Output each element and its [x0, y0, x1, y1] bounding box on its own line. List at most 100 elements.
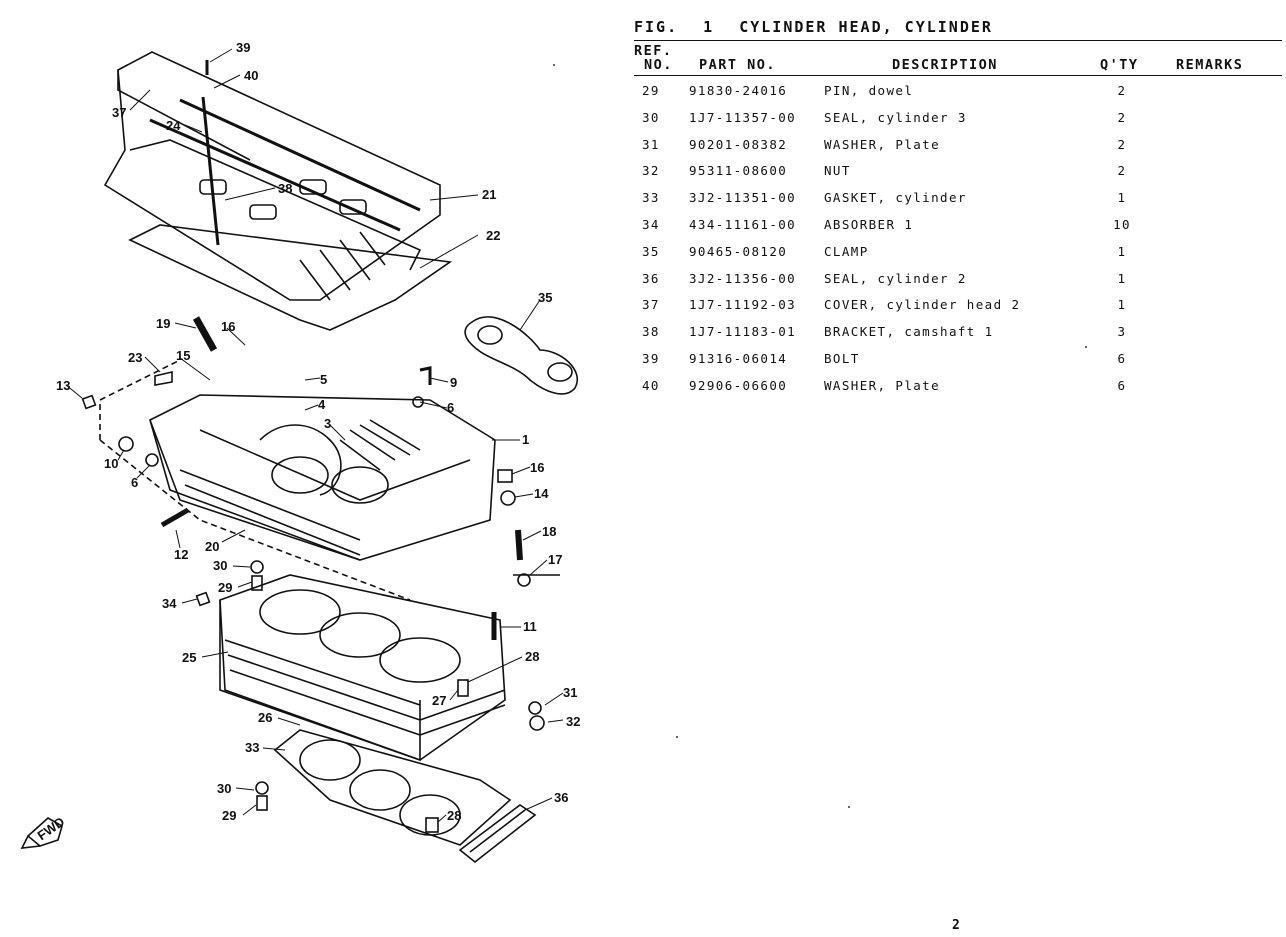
description: GASKET, cylinder — [824, 190, 967, 206]
quantity: 6 — [1117, 377, 1127, 393]
callout-4: 4 — [318, 397, 326, 412]
figure-label: FIG. — [634, 18, 679, 36]
part-number: 95311-08600 — [689, 163, 788, 179]
callout-14: 14 — [534, 486, 549, 501]
callout-20: 20 — [205, 539, 219, 554]
scan-speck — [676, 736, 678, 738]
scan-speck — [1085, 346, 1087, 348]
part-number: 91830-24016 — [689, 83, 788, 98]
callout-6b: 6 — [131, 475, 138, 490]
callout-30b: 30 — [217, 781, 231, 796]
part-number: 1J7-11357-00 — [689, 109, 797, 125]
part-number: 92906-06600 — [689, 377, 788, 393]
part-number: 90201-08382 — [689, 136, 788, 152]
callout-38: 38 — [278, 181, 292, 196]
callout-29b: 29 — [222, 808, 236, 823]
description: BRACKET, camshaft 1 — [824, 324, 994, 340]
description: WASHER, Plate — [824, 377, 941, 393]
description: WASHER, Plate — [824, 136, 941, 152]
quantity: 10 — [1113, 216, 1131, 232]
description: ABSORBER 1 — [824, 216, 914, 232]
scan-speck — [848, 806, 850, 808]
callout-28b: 28 — [447, 808, 461, 823]
callout-1: 1 — [522, 432, 529, 447]
quantity: 2 — [1117, 163, 1127, 179]
page-number: 2 — [952, 918, 960, 933]
callout-5: 5 — [320, 372, 327, 387]
callout-10: 10 — [104, 456, 118, 471]
parts-list-panel: FIG. 1 CYLINDER HEAD, CYLINDER REF. NO. … — [634, 14, 1282, 400]
callout-12: 12 — [174, 547, 188, 562]
ref-number: 35 — [642, 243, 660, 259]
part-number: 90465-08120 — [689, 243, 788, 259]
callout-17: 17 — [548, 552, 562, 567]
ref-number: 29 — [642, 83, 660, 98]
ref-number: 34 — [642, 216, 660, 232]
callout-39: 39 — [236, 40, 250, 55]
callout-26: 26 — [258, 710, 272, 725]
callout-31: 31 — [563, 685, 577, 700]
part-number: 3J2-11356-00 — [689, 270, 797, 286]
callout-16b: 16 — [530, 460, 544, 475]
callout-34: 34 — [162, 596, 177, 611]
fwd-label: FWD — [34, 814, 67, 843]
quantity: 2 — [1117, 136, 1127, 152]
callout-16: 16 — [221, 319, 235, 334]
callout-40: 40 — [244, 68, 258, 83]
figure-title: FIG. 1 CYLINDER HEAD, CYLINDER — [634, 14, 1282, 40]
callout-19: 19 — [156, 316, 170, 331]
header-remarks: REMARKS — [1176, 57, 1244, 73]
callout-37: 37 — [112, 105, 126, 120]
cylinder-head-body — [99, 359, 496, 601]
callout-22: 22 — [486, 228, 500, 243]
table-row: 33 3J2-11351-00 GASKET, cylinder 1 — [634, 185, 1282, 212]
callout-29: 29 — [218, 580, 232, 595]
part-number: 1J7-11192-03 — [689, 297, 797, 313]
callout-32: 32 — [566, 714, 580, 729]
header-rule — [634, 75, 1282, 76]
callout-30: 30 — [213, 558, 227, 573]
header-ref-line2: NO. — [644, 57, 673, 73]
quantity: 1 — [1117, 190, 1127, 206]
figure-number: 1 — [703, 18, 715, 36]
clamp-part — [464, 316, 578, 395]
small-parts — [81, 60, 560, 833]
callout-9: 9 — [450, 375, 457, 390]
part-number: 3J2-11351-00 — [689, 190, 797, 206]
callout-11: 11 — [523, 619, 537, 634]
ref-number: 33 — [642, 190, 660, 206]
callout-3: 3 — [324, 416, 331, 431]
callout-36: 36 — [554, 790, 568, 805]
quantity: 2 — [1117, 109, 1127, 125]
part-number: 434-11161-00 — [689, 216, 797, 232]
description: COVER, cylinder head 2 — [824, 297, 1021, 313]
table-header: REF. NO. PART NO. DESCRIPTION Q'TY REMAR… — [634, 41, 1282, 75]
cylinder-block — [219, 574, 506, 762]
base-gasket — [273, 729, 537, 864]
figure-name: CYLINDER HEAD, CYLINDER — [739, 18, 993, 36]
callout-35: 35 — [538, 290, 552, 305]
description: SEAL, cylinder 2 — [824, 270, 967, 286]
ref-number: 30 — [642, 109, 660, 125]
part-number: 1J7-11183-01 — [689, 324, 797, 340]
callout-24: 24 — [166, 118, 181, 133]
quantity: 1 — [1117, 243, 1127, 259]
callout-18: 18 — [542, 524, 556, 539]
forward-arrow-icon — [20, 817, 63, 849]
callout-27: 27 — [432, 693, 446, 708]
header-qty: Q'TY — [1100, 57, 1139, 73]
scan-speck — [553, 64, 555, 66]
callout-6: 6 — [447, 400, 454, 415]
ref-number: 37 — [642, 297, 660, 313]
callout-21: 21 — [482, 187, 496, 202]
callout-23: 23 — [128, 350, 142, 365]
quantity: 2 — [1117, 83, 1127, 98]
